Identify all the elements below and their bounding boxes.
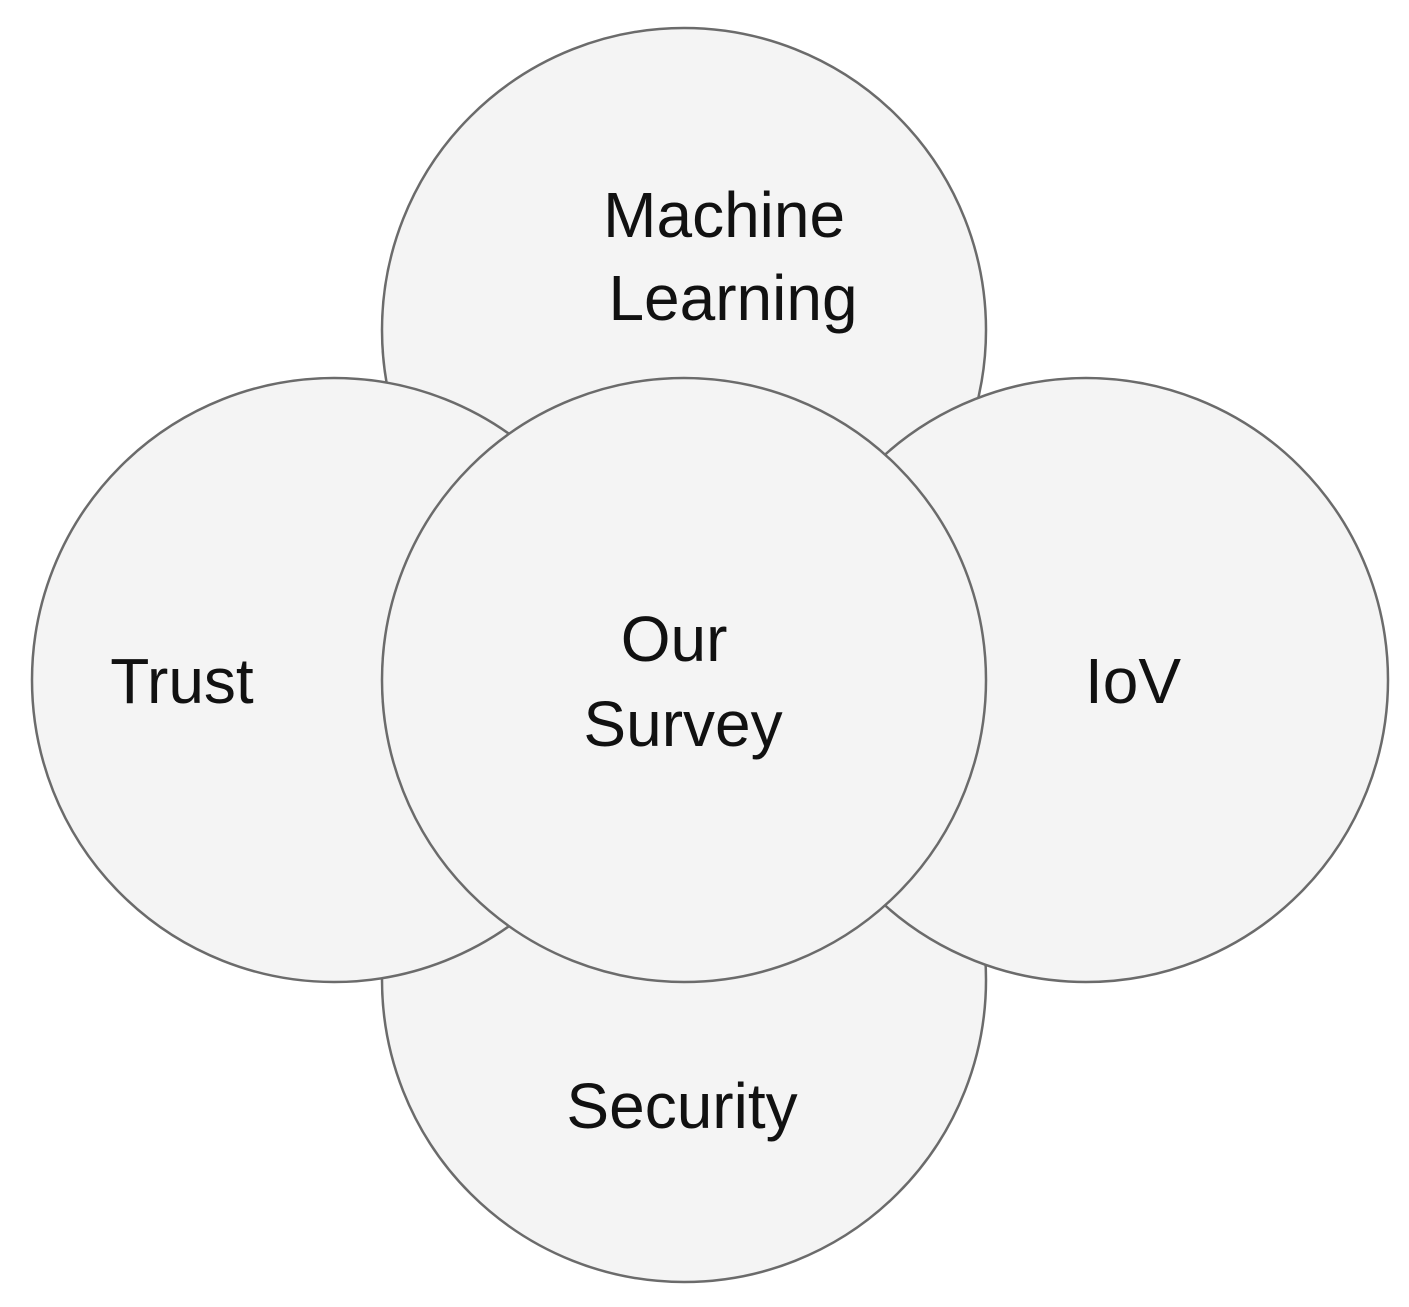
- machine-learning-label-line-1: Machine: [603, 179, 845, 251]
- center-survey-circle: [380, 376, 988, 984]
- machine-learning-label-line-2: Learning: [608, 262, 857, 334]
- trust-label-line-1: Trust: [110, 645, 254, 717]
- center-survey-label: Our Survey: [583, 603, 782, 760]
- center-survey-label-line-1: Our: [621, 603, 728, 675]
- iov-label: IoV: [1085, 645, 1181, 717]
- iov-label-line-1: IoV: [1085, 645, 1181, 717]
- security-label-line-1: Security: [566, 1070, 797, 1142]
- trust-label: Trust: [110, 645, 254, 717]
- machine-learning-label: Machine Learning: [603, 179, 863, 334]
- security-label: Security: [566, 1070, 797, 1142]
- center-survey-label-line-2: Survey: [583, 688, 782, 760]
